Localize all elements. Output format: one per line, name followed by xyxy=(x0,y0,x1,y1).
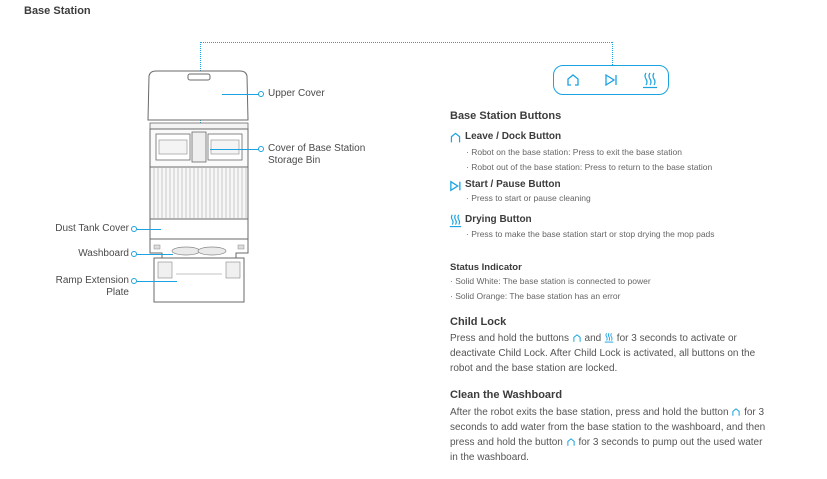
paragraph-line: After the robot exits the base station, … xyxy=(450,405,822,420)
bullet-text: Robot out of the base station: Press to … xyxy=(471,162,713,172)
bullet-text: Solid White: The base station is connect… xyxy=(455,276,651,286)
child-lock-heading: Child Lock xyxy=(450,316,507,328)
leave-dock-title: Leave / Dock Button xyxy=(465,131,562,142)
callout-upper-cover: Upper Cover xyxy=(268,88,325,99)
bullet-text: Solid Orange: The base station has an er… xyxy=(455,291,621,301)
status-heading: Status Indicator xyxy=(450,262,522,273)
callout-ramp-extension-plate: Ramp Extension Plate xyxy=(20,275,129,299)
button-panel xyxy=(553,65,669,95)
bullet-item: · Press to make the base station start o… xyxy=(466,229,715,239)
home-icon xyxy=(450,132,461,143)
callout-line: Cover of Base Station xyxy=(268,143,366,154)
connector-line xyxy=(200,42,612,43)
text-run: Press and hold the buttons xyxy=(450,333,569,344)
home-icon xyxy=(573,334,581,342)
callout-dust-tank-cover: Dust Tank Cover xyxy=(55,223,129,234)
bullet-text: Press to make the base station start or … xyxy=(471,229,715,239)
paragraph-line: deactivate Child Lock. After Child Lock … xyxy=(450,348,756,359)
home-icon[interactable] xyxy=(565,72,581,88)
drying-icon xyxy=(449,214,462,228)
connector-line xyxy=(612,42,613,65)
callout-washboard: Washboard xyxy=(78,248,129,259)
play-pause-icon xyxy=(450,180,461,192)
drying-title: Drying Button xyxy=(465,214,532,225)
text-run: and xyxy=(584,333,602,344)
bullet-item: · Solid White: The base station is conne… xyxy=(450,276,651,286)
paragraph-line: in the washboard. xyxy=(450,452,529,463)
washboard-paragraph: After the robot exits the base station, … xyxy=(450,405,822,465)
drying-icon[interactable] xyxy=(642,71,658,89)
start-pause-title: Start / Pause Button xyxy=(465,179,561,190)
base-station-illustration xyxy=(147,70,249,303)
washboard-heading: Clean the Washboard xyxy=(450,389,563,401)
bullet-item: · Solid Orange: The base station has an … xyxy=(450,291,621,301)
page-title: Base Station xyxy=(24,5,91,17)
callout-line: Storage Bin xyxy=(268,155,321,166)
bullet-text: Robot on the base station: Press to exit… xyxy=(471,147,682,157)
section-heading-buttons: Base Station Buttons xyxy=(450,110,562,122)
play-pause-icon[interactable] xyxy=(604,73,620,87)
text-run: After the robot exits the base station, … xyxy=(450,407,729,418)
drying-icon xyxy=(604,332,614,343)
bullet-item: · Press to start or pause cleaning xyxy=(466,193,591,203)
bullet-text: Press to start or pause cleaning xyxy=(471,193,591,203)
text-run: press and hold the button xyxy=(450,437,563,448)
paragraph-line: Press and hold the buttons and for 3 sec… xyxy=(450,331,820,346)
bullet-item: · Robot on the base station: Press to ex… xyxy=(466,147,682,157)
paragraph-line: seconds to add water from the base stati… xyxy=(450,422,766,433)
text-run: for 3 seconds to activate or xyxy=(616,333,737,344)
callout-line: Ramp Extension xyxy=(55,275,129,286)
paragraph-line: robot and the base station are locked. xyxy=(450,363,618,374)
callout-line: Plate xyxy=(106,287,129,298)
home-icon xyxy=(567,438,575,446)
callout-storage-bin-cover: Cover of Base Station Storage Bin xyxy=(268,143,365,167)
child-lock-paragraph: Press and hold the buttons and for 3 sec… xyxy=(450,331,820,376)
text-run: for 3 xyxy=(744,407,765,418)
paragraph-line: press and hold the button for 3 seconds … xyxy=(450,435,822,450)
home-icon xyxy=(732,408,740,416)
bullet-item: · Robot out of the base station: Press t… xyxy=(466,162,713,172)
text-run: for 3 seconds to pump out the used water xyxy=(578,437,763,448)
